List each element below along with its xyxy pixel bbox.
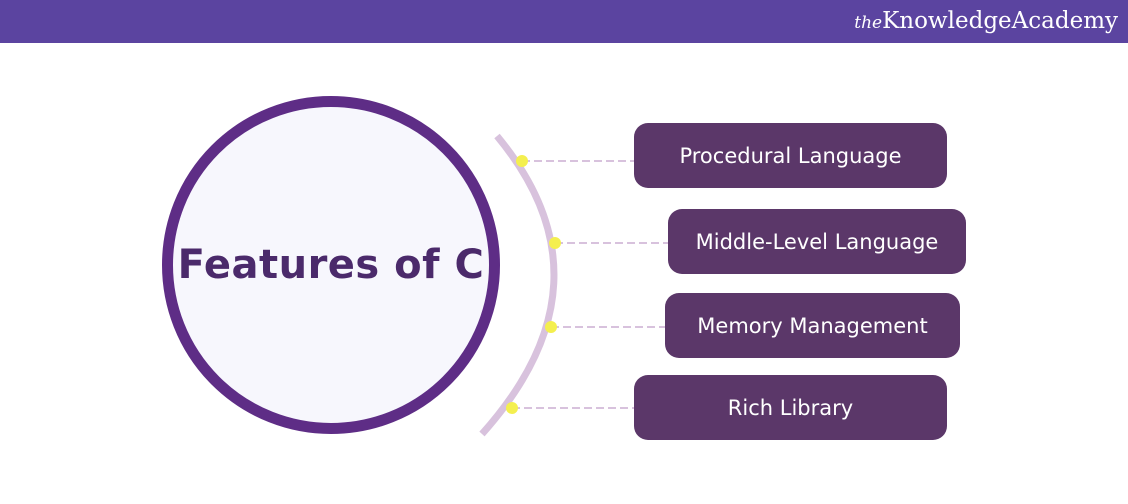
feature-label: Memory Management bbox=[697, 313, 928, 338]
connector-dot-1 bbox=[516, 155, 528, 167]
brand-prefix: the bbox=[854, 13, 883, 33]
outer-arc bbox=[479, 133, 558, 437]
feature-label: Procedural Language bbox=[679, 143, 902, 168]
feature-middle-level-language: Middle-Level Language bbox=[668, 209, 966, 274]
center-title: Features of C bbox=[177, 242, 485, 288]
brand-logo: theKnowledgeAcademy bbox=[854, 4, 1118, 39]
feature-label: Rich Library bbox=[727, 395, 854, 420]
feature-memory-management: Memory Management bbox=[665, 293, 960, 358]
feature-label: Middle-Level Language bbox=[695, 229, 939, 254]
feature-rich-library: Rich Library bbox=[634, 375, 947, 440]
central-circle: Features of C bbox=[162, 96, 500, 434]
brand-name: Knowledge bbox=[882, 8, 1012, 34]
connector-dot-3 bbox=[545, 321, 557, 333]
feature-procedural-language: Procedural Language bbox=[634, 123, 947, 188]
brand-suffix: Academy bbox=[1011, 8, 1118, 34]
connector-dot-2 bbox=[549, 237, 561, 249]
header-bar: theKnowledgeAcademy bbox=[0, 0, 1128, 43]
connector-dot-4 bbox=[506, 402, 518, 414]
